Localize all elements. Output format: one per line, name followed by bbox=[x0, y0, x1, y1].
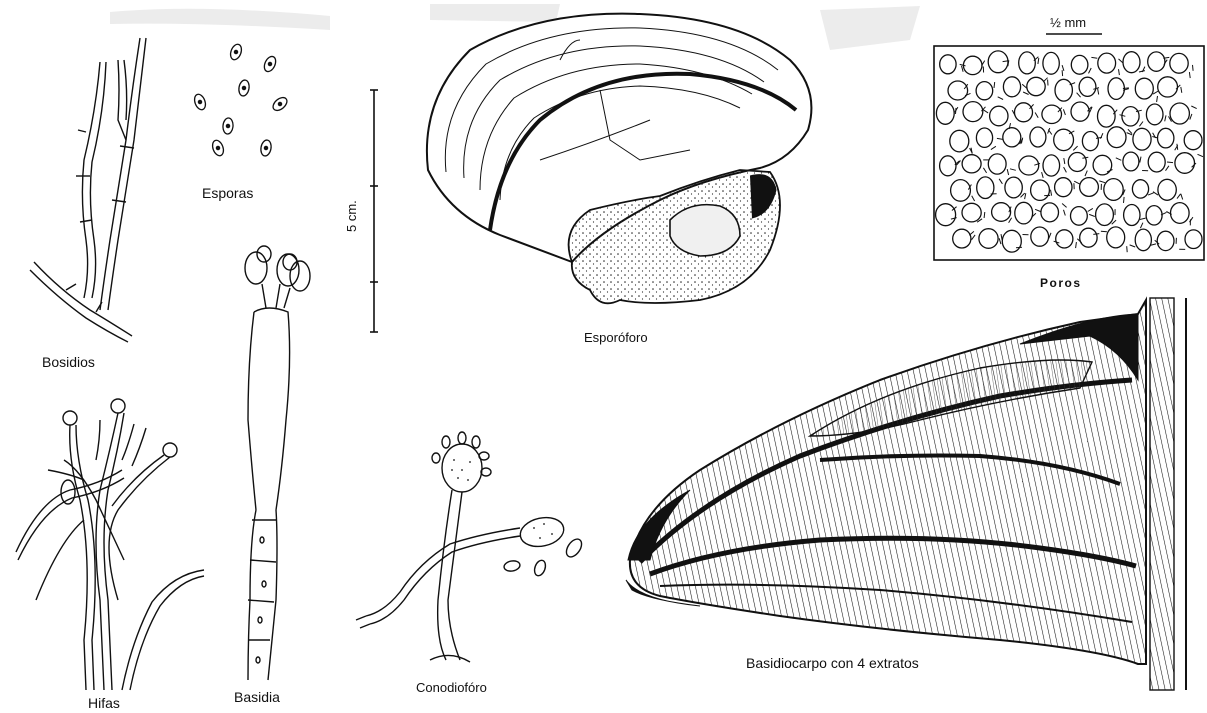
scale-5cm-label: 5 cm. bbox=[344, 200, 359, 232]
pore-tissue-stroke bbox=[1193, 65, 1194, 71]
scale-bar-5cm bbox=[370, 90, 378, 332]
pore-tissue-stroke bbox=[1101, 231, 1107, 232]
basidia-label: Basidia bbox=[234, 689, 280, 705]
esporas-label: Esporas bbox=[202, 185, 253, 201]
hifas-label: Hifas bbox=[88, 695, 120, 711]
conodioforo-drawing bbox=[356, 432, 585, 662]
poros-drawing bbox=[934, 46, 1204, 260]
basidiocarpo-label: Basidiocarpo con 4 extratos bbox=[746, 655, 919, 671]
poros-label: Poros bbox=[1040, 276, 1082, 290]
pore-tissue-stroke bbox=[1123, 88, 1129, 89]
basidiocarpo-drawing bbox=[626, 298, 1186, 690]
esporoforo-drawing bbox=[427, 14, 812, 304]
basidia-drawing bbox=[245, 246, 310, 680]
bosidios-drawing bbox=[30, 38, 146, 342]
pore-tissue-stroke bbox=[1167, 162, 1173, 163]
hifas-drawing bbox=[16, 399, 204, 690]
half-mm-label: ½ mm bbox=[1050, 15, 1086, 30]
pore-tissue-stroke bbox=[1062, 70, 1063, 76]
pore-tissue-stroke bbox=[956, 108, 957, 114]
esporoforo-label: Esporóforo bbox=[584, 330, 648, 345]
conodioforo-label: Conodiofóro bbox=[416, 680, 487, 695]
pore-tissue-stroke bbox=[1016, 247, 1022, 248]
esporas-drawing bbox=[193, 43, 290, 157]
pore-tissue-stroke bbox=[1124, 197, 1125, 203]
pore-tissue-stroke bbox=[994, 82, 995, 88]
bosidios-label: Bosidios bbox=[42, 354, 95, 370]
pore-tissue-stroke bbox=[1127, 246, 1128, 252]
pore-tissue-stroke bbox=[984, 212, 985, 218]
